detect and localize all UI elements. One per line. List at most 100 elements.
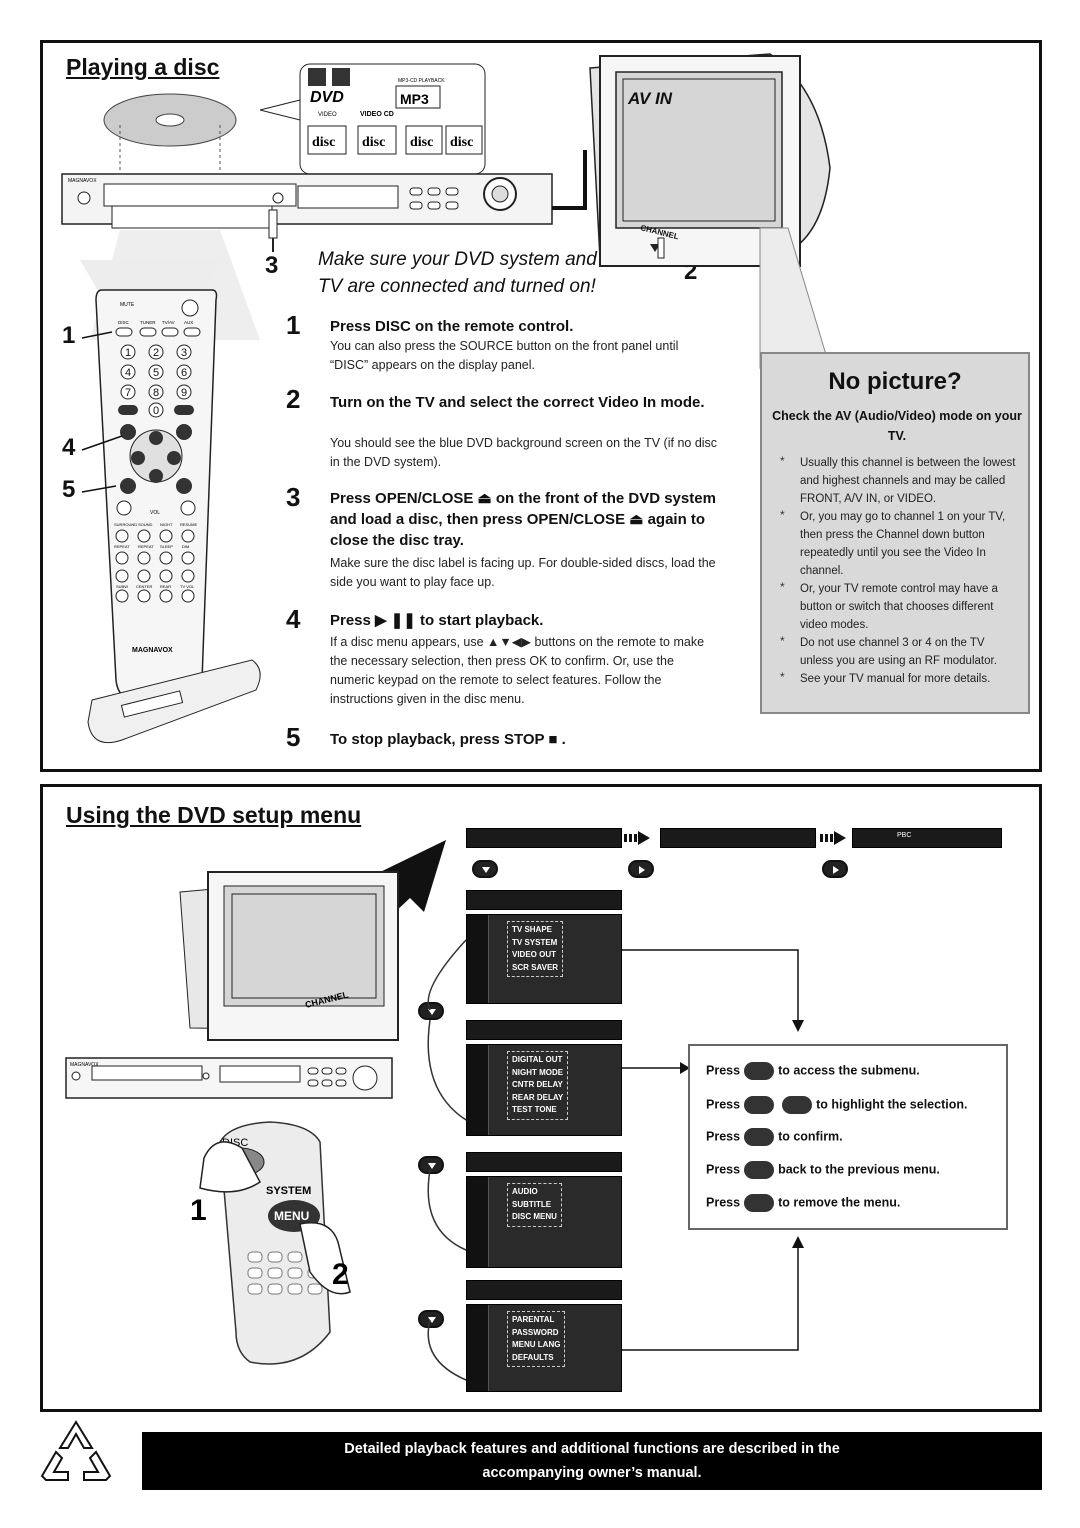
svg-text:TUNER: TUNER [140,320,156,325]
menu-items-language: AUDIO SUBTITLE DISC MENU [507,1183,562,1227]
disc-tray [103,183,297,207]
svg-text:disc: disc [312,135,335,150]
remote-callout-1: 1 [62,322,76,349]
svg-text:AUX: AUX [184,320,193,325]
setup-callout-2: 2 [332,1258,349,1291]
svg-text:CENTER: CENTER [136,584,153,589]
play-pause-button-icon [176,478,192,494]
no-picture-box: No picture? Check the AV (Audio/Video) m… [760,352,1030,714]
menu-items-video: TV SHAPE TV SYSTEM VIDEO OUT SCR SAVER [507,921,564,977]
ok-button-icon [149,469,163,483]
svg-text:0: 0 [153,405,159,417]
menu-bar-3: PBC [852,828,1002,848]
svg-text:REAR: REAR [160,584,171,589]
menu-connectors [427,939,804,1381]
step-1-body: You can also press the SOURCE button on … [330,339,679,372]
svg-text:REPEAT: REPEAT [138,544,154,549]
make-sure-note: Make sure your DVD system and TV are con… [318,246,597,300]
menu-item: PARENTAL [512,1315,555,1324]
menu-item: NIGHT MODE [512,1067,564,1077]
tip-5: See your TV manual for more details. [800,673,991,685]
footer-line-1: Detailed playback features and additiona… [344,1441,840,1457]
power-button-icon [77,191,91,205]
setup-callout-1: 1 [190,1194,207,1227]
svg-text:VIDEO: VIDEO [318,112,337,118]
svg-text:3: 3 [181,347,187,359]
menu-item: DIGITAL OUT [512,1055,563,1064]
svg-text:SURROUND: SURROUND [114,522,137,527]
left-button-icon [744,1161,775,1179]
system-menu-button-icon [744,1194,775,1212]
menu-items-features: PARENTAL PASSWORD MENU LANG DEFAULTS [507,1311,566,1367]
step-3-body: Make sure the disc label is facing up. F… [330,556,716,589]
menu-item: AUDIO [512,1187,538,1196]
logo-box [299,63,486,175]
down-button-icon [418,1002,444,1020]
menu-items-audio: DIGITAL OUT NIGHT MODE CNTR DELAY REAR D… [507,1051,569,1120]
svg-text:MAGNAVOX: MAGNAVOX [70,1062,99,1068]
menu-screen-language: AUDIO SUBTITLE DISC MENU [466,1176,622,1268]
tv-screen [615,71,783,229]
menu-bar-5 [466,1020,622,1040]
tip-4: Do not use channel 3 or 4 on the TV unle… [800,637,997,667]
svg-text:9: 9 [181,387,187,399]
no-picture-title: No picture? [828,368,962,395]
menu-item: DEFAULTS [512,1352,554,1362]
menu-item: SUBTITLE [512,1199,552,1209]
step-4-heading: Press ▶ ❚❚ to start playback. [330,612,544,629]
section-title-setup-menu: Using the DVD setup menu [66,802,362,828]
step-3-heading: Press OPEN/CLOSE ⏏ on the front of the D… [330,490,716,549]
svg-text:8: 8 [153,387,159,399]
all-region-logo-icon [332,68,350,86]
tip-bullet: * [780,634,785,648]
down-button-icon [472,860,498,878]
finger-1-icon [199,1141,261,1193]
step-5-number: 5 [286,722,301,752]
section-title-playing-disc: Playing a disc [66,54,220,80]
svg-text:VIDEO CD: VIDEO CD [360,111,394,118]
menu-bar-4 [466,890,622,910]
step-3-number: 3 [286,482,301,512]
recycle-icon [40,1420,112,1481]
dvd-logo-text: DVD [310,89,344,106]
bar-arrows [624,831,846,845]
svg-text:MP3-CD PLAYBACK: MP3-CD PLAYBACK [398,78,445,84]
right-button-icon [628,860,654,878]
menu-bar-7 [466,1280,622,1300]
menu-item: VIDEO OUT [512,950,557,959]
right-button-icon [822,860,848,878]
menu-screen-video: TV SHAPE TV SYSTEM VIDEO OUT SCR SAVER [466,914,622,1004]
av-in-label: AV IN [627,89,673,108]
footer-line-2: accompanying owner’s manual. [482,1465,702,1481]
remote-brand-label: MAGNAVOX [132,647,173,654]
tip-bullet: * [780,508,785,522]
down-button-icon [418,1310,444,1328]
callout-number-3: 3 [265,252,279,279]
menu-bar-1 [466,828,622,848]
ok-button-icon [744,1128,775,1146]
svg-text:DISC: DISC [118,320,130,325]
step-4-body: If a disc menu appears, use ▲▼◀▶ buttons… [330,635,705,706]
svg-text:2: 2 [153,347,159,359]
menu-item: TV SYSTEM [512,937,558,947]
stop-button-icon [120,478,136,494]
tip-2: Or, you may go to channel 1 on your TV, … [800,511,1006,577]
cd-logos-icon: disc disc disc disc [307,125,483,155]
menu-bar-2 [660,828,816,848]
svg-text:NIGHT: NIGHT [160,522,173,527]
av-cable [552,150,587,210]
setup-illustration: CHANNEL MAGNAVOX DISC SYSTEM MENU 1 2 [65,840,446,1365]
step-2-body: You should see the blue DVD background s… [330,436,718,469]
finger-2-icon [299,1222,351,1295]
tip-3: Or, your TV remote control may have a bu… [800,583,998,631]
svg-text:RESUME: RESUME [180,522,197,527]
svg-text:7: 7 [125,387,131,399]
step-2-number: 2 [286,384,301,414]
tip-bullet: * [780,454,785,468]
svg-text:MUTE: MUTE [120,302,135,308]
svg-text:VOL: VOL [150,510,160,516]
